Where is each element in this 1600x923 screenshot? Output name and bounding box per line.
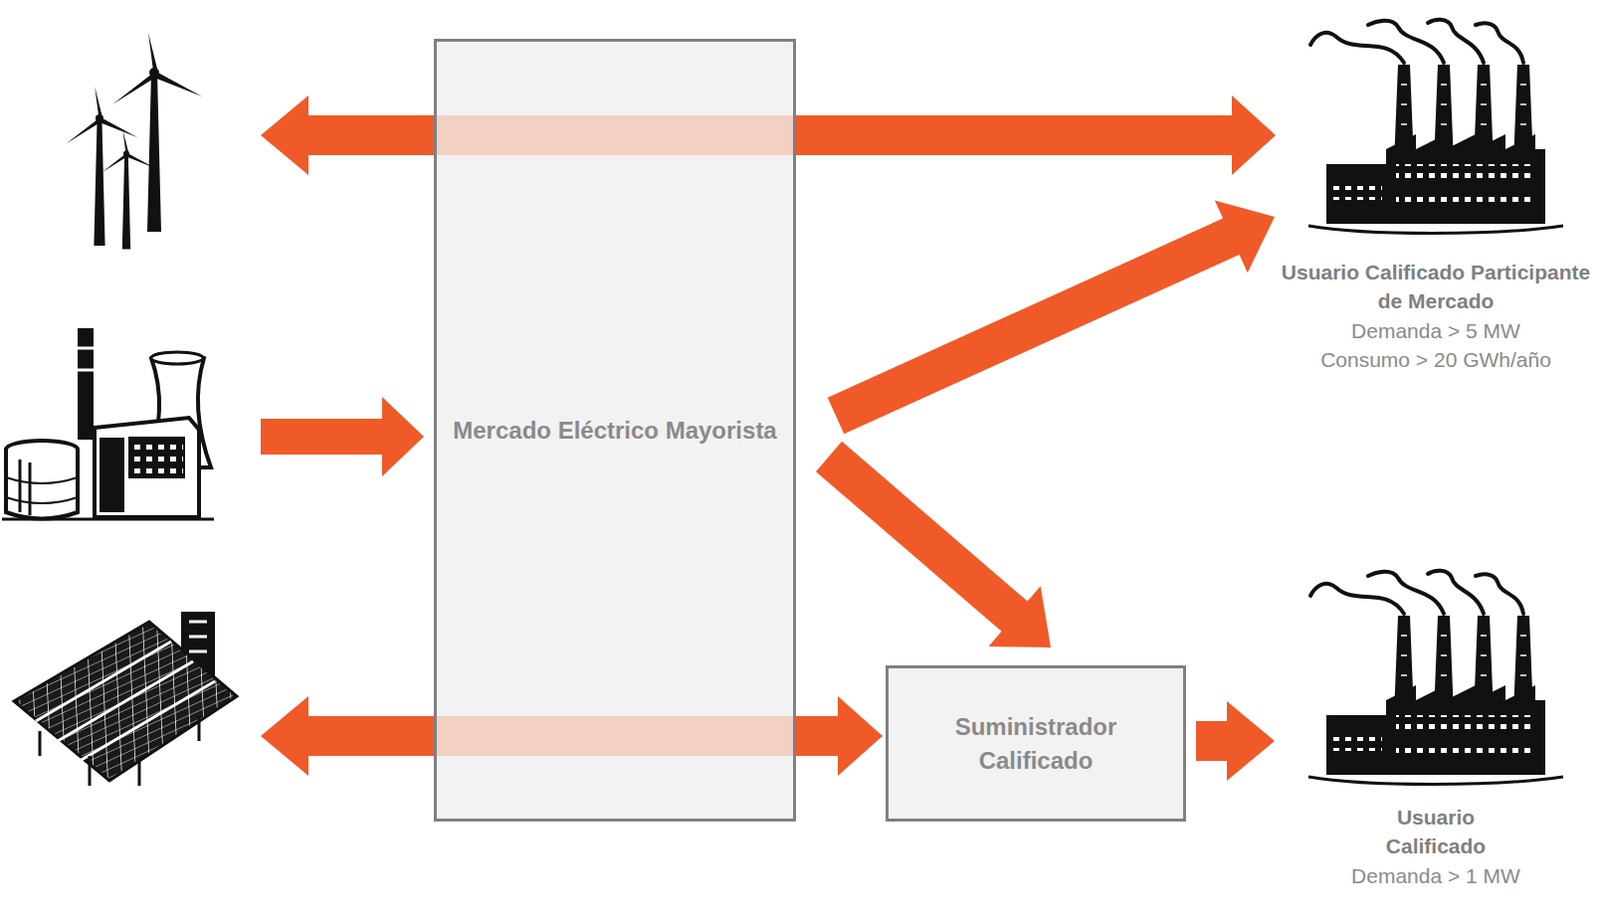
market-ground <box>433 38 797 822</box>
thermal-plant <box>1 328 214 520</box>
factory-icon <box>1305 566 1567 792</box>
supplier-box: Suministrador Calificado <box>885 665 1187 822</box>
solar-plant <box>13 611 237 787</box>
node-detail: Consumo > 20 GWh/año <box>1320 345 1552 375</box>
flow-arrow <box>827 200 1275 434</box>
contract-band <box>433 115 797 156</box>
flow-arrow <box>815 441 1051 648</box>
flow-arrow <box>1196 701 1275 782</box>
qualified-user: Usuario CalificadoDemanda > 1 MW <box>1278 566 1594 891</box>
node-detail: Demanda > 5 MW <box>1351 316 1521 346</box>
contract-band <box>433 716 797 757</box>
market-box: Mercado Eléctrico Mayorista <box>433 38 797 822</box>
node-heading: Mercado Eléctrico Mayorista <box>452 413 777 448</box>
node-heading: Usuario Calificado <box>1356 802 1516 862</box>
node-detail: Demanda > 1 MW <box>1351 861 1521 891</box>
node-heading: Suministrador Calificado <box>898 710 1174 778</box>
market-participant-user: Usuario Calificado Participante de Merca… <box>1278 14 1594 376</box>
factory-icon <box>1305 14 1567 240</box>
wind-turbines <box>65 32 202 250</box>
node-heading: Usuario Calificado Participante de Merca… <box>1278 257 1594 317</box>
